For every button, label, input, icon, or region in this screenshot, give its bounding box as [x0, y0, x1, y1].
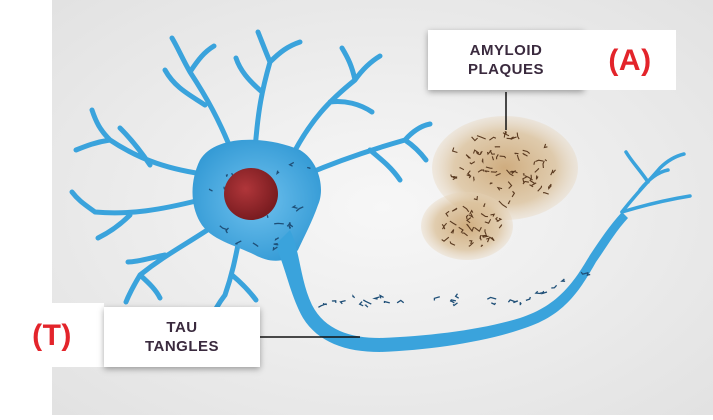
tau-label-line1: TAU: [166, 318, 197, 337]
amyloid-label-line1: AMYLOID: [470, 41, 543, 60]
tau-tag: (T): [32, 326, 72, 345]
plaque-small: [421, 192, 513, 260]
tau-label-line2: TANGLES: [145, 337, 219, 356]
tau-tangle-stroke: [274, 244, 279, 245]
plaque-fibril: [480, 235, 481, 238]
plaque-fibril: [505, 131, 506, 134]
tau-tag-card: (T): [0, 303, 104, 367]
tau-tangle-stroke: [274, 223, 284, 224]
amyloid-tag-card: (A): [584, 30, 676, 90]
tau-tangle-stroke: [267, 215, 268, 218]
amyloid-tag: (A): [608, 51, 651, 70]
tau-label-card: TAU TANGLES: [104, 307, 260, 367]
amyloid-label-line2: PLAQUES: [468, 60, 544, 79]
plaque-fibril: [474, 177, 475, 180]
plaque-fibril: [515, 153, 519, 154]
amyloid-label-card: AMYLOID PLAQUES: [428, 30, 584, 90]
nucleus: [224, 168, 278, 220]
